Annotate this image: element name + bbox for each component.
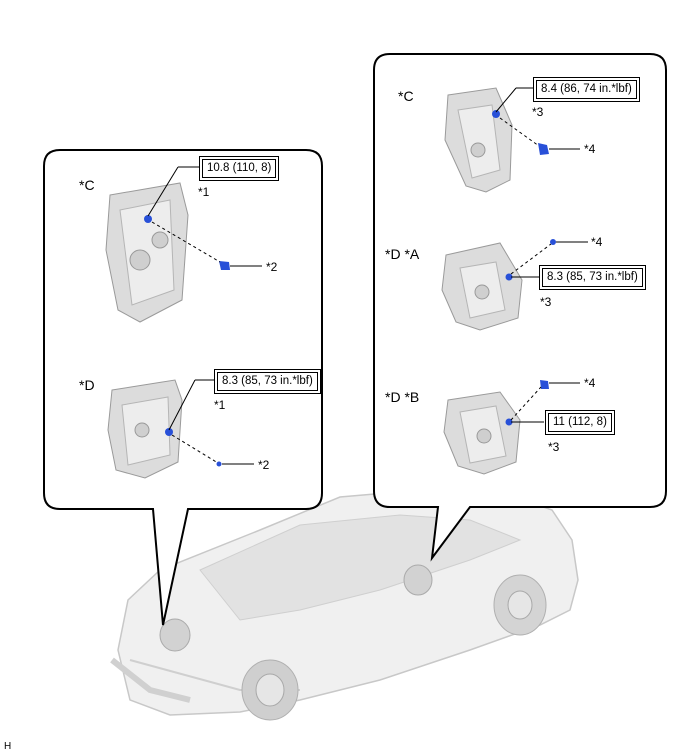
dash-right-db xyxy=(510,386,542,421)
torque-spec-left-d: 8.3 (85, 73 in.*lbf) xyxy=(214,369,321,394)
caliper-left-d xyxy=(107,379,183,479)
leader-right-c-torque xyxy=(495,87,517,113)
bleeder-plug-right-c xyxy=(492,110,549,155)
caliper-right-da xyxy=(441,242,523,331)
variant-label-right-c: *C xyxy=(398,88,414,104)
part-ref-left-c-2: *2 xyxy=(266,260,278,274)
variant-label-left-d: *D xyxy=(79,377,95,393)
torque-value-right-c: 8.4 (86, 74 in.*lbf) xyxy=(536,80,637,99)
variant-label-right-db: *D *B xyxy=(385,389,420,405)
bleeder-plug-left-d xyxy=(165,428,222,467)
bleeder-plug-left-c xyxy=(144,215,230,270)
caliper-left-c xyxy=(105,182,189,323)
dash-right-da xyxy=(510,243,552,275)
right-callout-panel xyxy=(373,53,667,562)
torque-spec-right-da: 8.3 (85, 73 in.*lbf) xyxy=(539,265,646,290)
leader-left-d-torque xyxy=(168,379,196,431)
part-ref-left-c-1: *1 xyxy=(198,185,210,199)
part-ref-left-d-2: *2 xyxy=(258,458,270,472)
dash-left-d xyxy=(171,434,219,464)
part-ref-left-d-1: *1 xyxy=(214,398,226,412)
part-ref-right-c-3: *3 xyxy=(532,105,544,119)
torque-value-left-c: 10.8 (110, 8) xyxy=(202,159,277,178)
caliper-right-db xyxy=(443,391,521,475)
torque-value-right-db: 11 (112, 8) xyxy=(548,413,612,432)
bleeder-plug-right-da xyxy=(505,239,556,281)
dash-right-c xyxy=(499,117,540,147)
variant-label-left-c: *C xyxy=(79,177,95,193)
variant-label-right-da: *D *A xyxy=(385,246,420,262)
torque-spec-left-c: 10.8 (110, 8) xyxy=(199,156,280,181)
torque-spec-right-db: 11 (112, 8) xyxy=(545,410,615,435)
torque-value-right-da: 8.3 (85, 73 in.*lbf) xyxy=(542,268,643,287)
part-ref-right-db-4: *4 xyxy=(584,376,596,390)
part-ref-right-da-4: *4 xyxy=(591,235,603,249)
bleeder-plug-right-db xyxy=(505,380,549,426)
torque-spec-right-c: 8.4 (86, 74 in.*lbf) xyxy=(533,77,640,102)
torque-value-left-d: 8.3 (85, 73 in.*lbf) xyxy=(217,372,318,391)
part-ref-right-c-4: *4 xyxy=(584,142,596,156)
illustration-code: H xyxy=(4,741,12,752)
part-ref-right-da-3: *3 xyxy=(540,295,552,309)
leader-left-c-torque xyxy=(147,166,179,217)
part-ref-right-db-3: *3 xyxy=(548,440,560,454)
dash-left-c xyxy=(151,221,221,263)
